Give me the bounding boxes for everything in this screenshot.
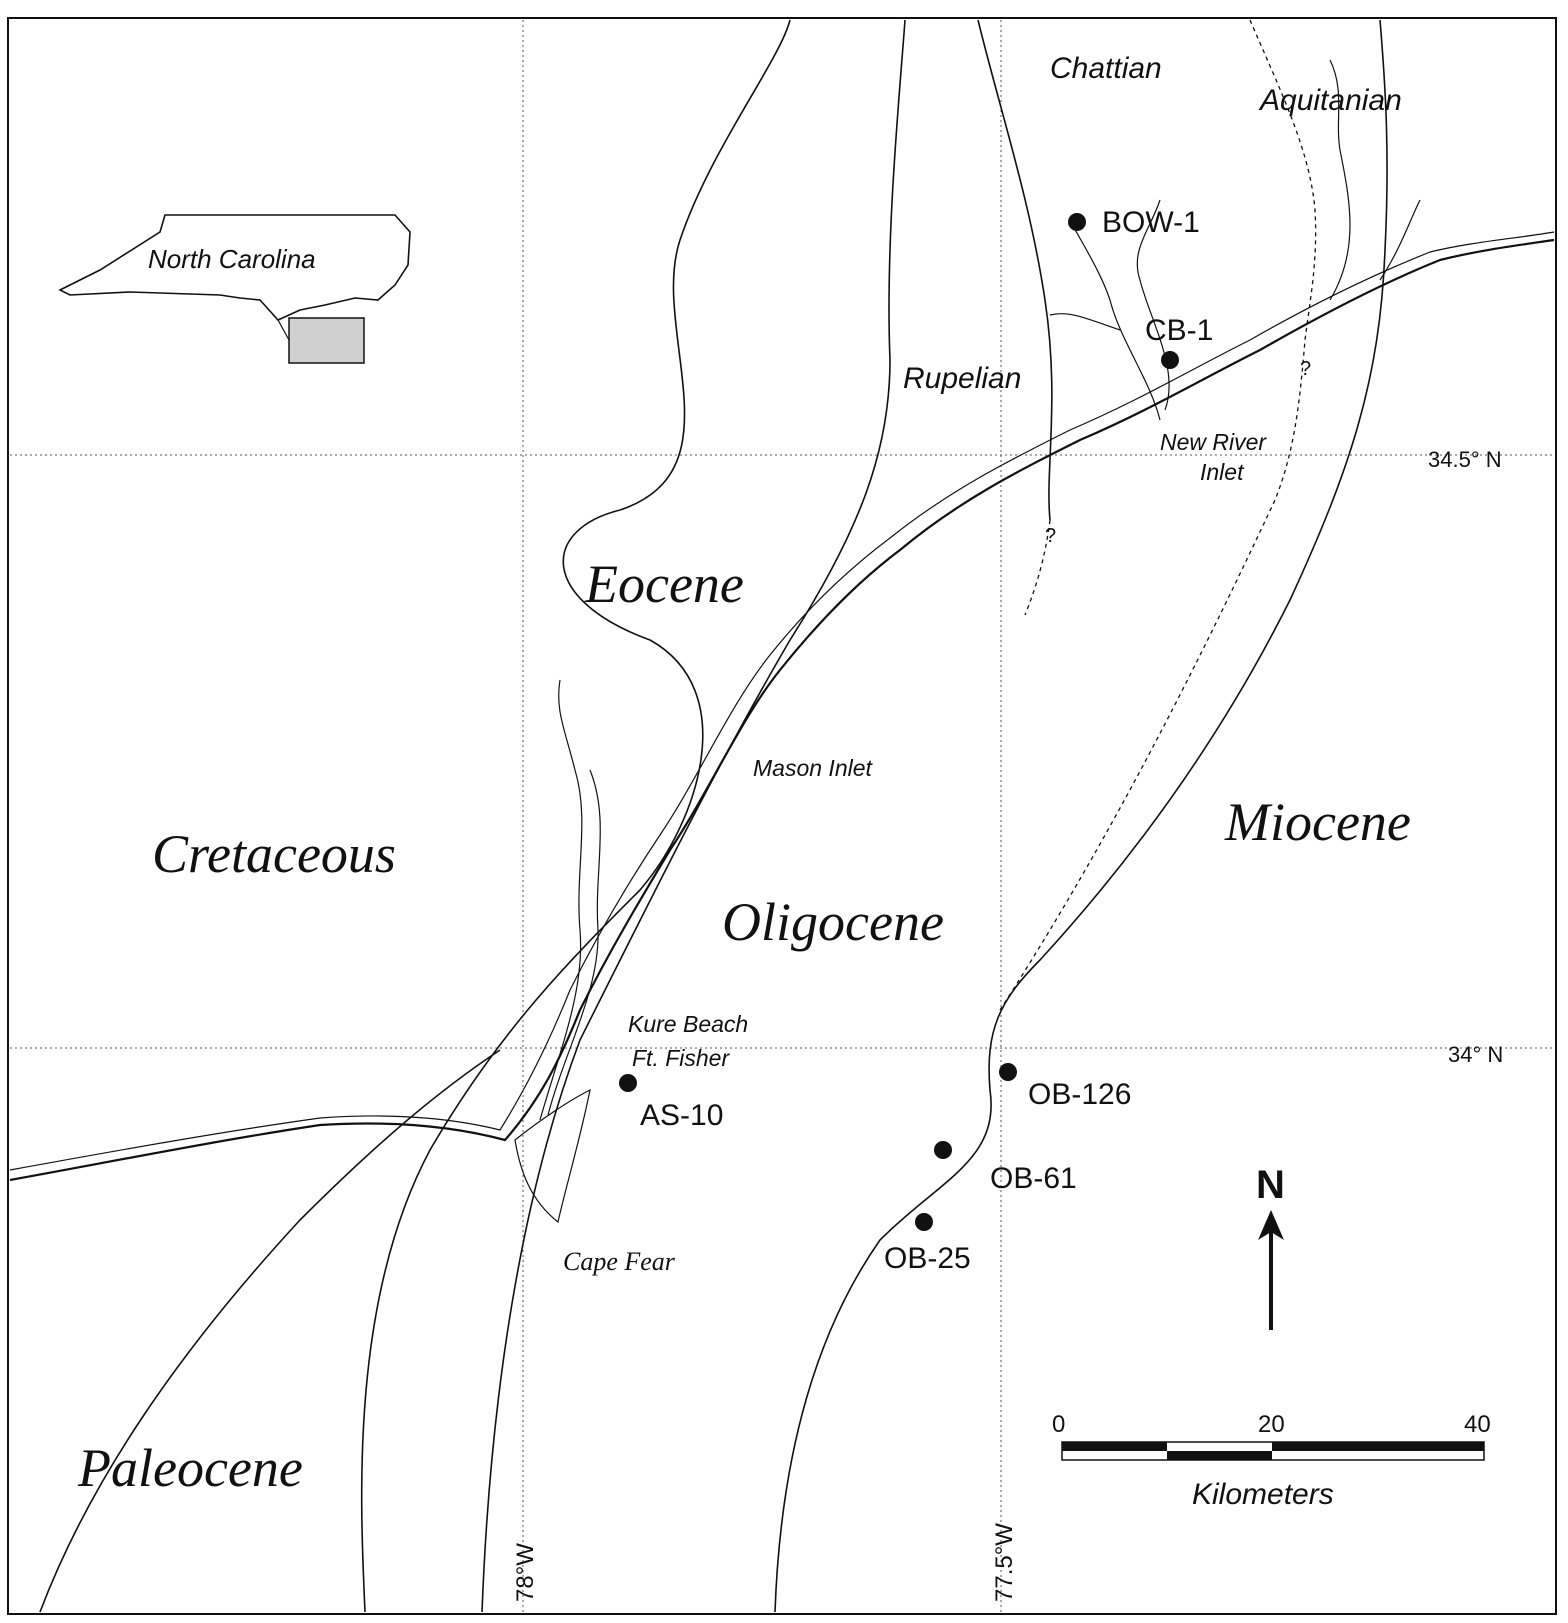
inset-state-label: North Carolina [148,244,316,274]
unit-label-eocene: Eocene [584,554,744,614]
study-area-box [288,317,365,364]
coastline-inner [9,231,1555,1171]
place-label-cape-fear: Cape Fear [563,1247,676,1276]
well-cb-1: CB-1 [1145,314,1213,369]
well-label: OB-25 [884,1242,971,1275]
well-marker [915,1213,933,1231]
well-as-10: AS-10 [619,1074,723,1132]
scale-bar-segment [1062,1442,1167,1451]
scale-tick-40: 40 [1464,1411,1491,1438]
contact-chattian-aquitanian [999,19,1317,1011]
well-marker [934,1141,952,1159]
query-mark: ? [1300,358,1311,380]
new-river-estuary [1049,199,1170,421]
well-label: OB-126 [1028,1078,1131,1111]
well-ob-25: OB-25 [884,1213,971,1275]
cape-fear-island [514,1088,591,1224]
scale-units-label: Kilometers [1192,1478,1334,1511]
well-label: OB-61 [990,1162,1077,1195]
well-bow-1: BOW-1 [1068,206,1200,239]
well-marker [999,1063,1017,1081]
query-mark: ? [1045,525,1056,547]
place-label-kure-beach: Kure Beach [628,1011,748,1037]
northeast-sounds [1329,59,1421,301]
cape-fear-river [539,679,601,1121]
lat-label-34n: 34° N [1448,1042,1503,1067]
well-marker [1161,351,1179,369]
unit-label-rupelian: Rupelian [903,362,1021,395]
place-label-ft-fisher: Ft. Fisher [632,1045,730,1071]
lat-label-34-5n: 34.5° N [1428,447,1502,472]
well-marker [619,1074,637,1092]
unit-label-miocene: Miocene [1224,792,1411,852]
unit-label-paleocene: Paleocene [77,1438,303,1498]
lon-label-77-5w: 77.5°W [991,1523,1018,1602]
scale-bar: 0 20 40 Kilometers [1052,1411,1491,1511]
well-ob-61: OB-61 [934,1141,1077,1195]
scale-bar-segment [1272,1442,1484,1451]
north-carolina-outline [58,214,411,321]
place-label-new-river-inlet: Inlet [1200,459,1245,485]
scale-bar-segment [1167,1451,1272,1460]
map-frame [7,17,1557,1615]
lon-label-78w: 78°W [512,1543,539,1602]
north-arrow-head [1258,1210,1284,1240]
contact-eocene-oligocene [481,19,906,1613]
well-ob-126: OB-126 [999,1063,1131,1111]
unit-label-chattian: Chattian [1050,52,1162,85]
well-label: AS-10 [640,1099,723,1132]
well-label: BOW-1 [1102,206,1200,239]
place-label-mason-inlet: Mason Inlet [753,755,874,781]
contact-cretaceous-eocene [360,19,791,1613]
contact-rupelian-chattian-inferred [1024,519,1051,616]
inset-map: North Carolina [58,214,411,364]
scale-tick-0: 0 [1052,1411,1065,1438]
inset-leader-line [277,319,290,341]
unit-label-aquitanian: Aquitanian [1258,84,1402,117]
place-label-new-river: New River [1160,429,1267,455]
north-arrow-label: N [1256,1163,1285,1207]
north-arrow: N [1256,1163,1285,1330]
contact-rupelian-chattian [977,19,1053,521]
coastline-outer [9,238,1555,1182]
scale-tick-20: 20 [1258,1411,1285,1438]
well-marker [1068,213,1086,231]
contact-cretaceous-paleocene [39,1049,501,1613]
unit-label-cretaceous: Cretaceous [152,824,396,884]
contact-oligocene-miocene [774,19,1388,1613]
unit-label-oligocene: Oligocene [722,892,944,952]
well-label: CB-1 [1145,314,1213,347]
